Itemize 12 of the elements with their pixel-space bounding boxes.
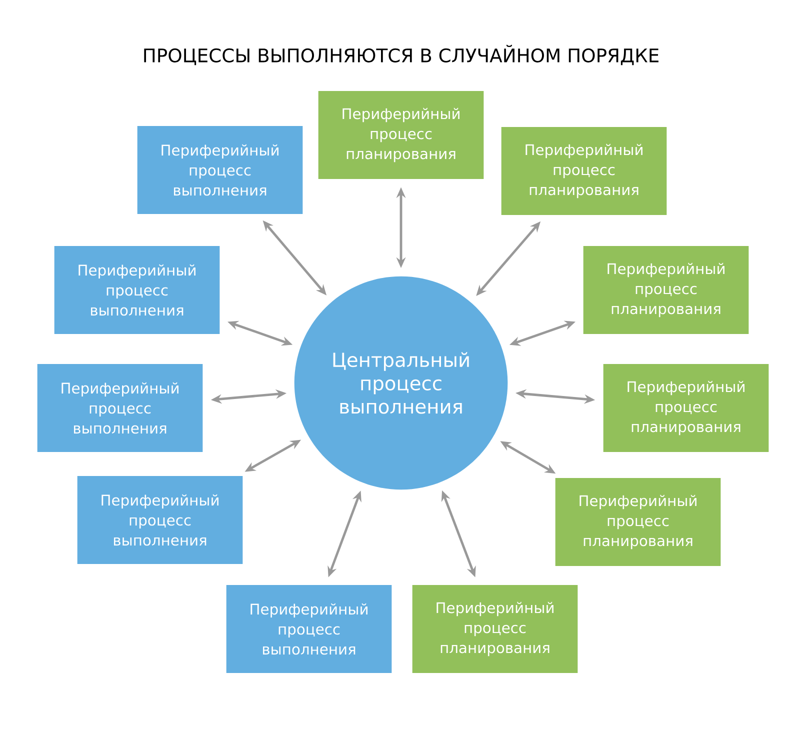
process-box: Периферийный процесс планирования (603, 364, 769, 452)
process-box: Периферийный процесс выполнения (226, 585, 392, 673)
process-box: Периферийный процесс планирования (501, 127, 667, 215)
process-box: Периферийный процесс планирования (318, 91, 484, 179)
process-box: Периферийный процесс планирования (412, 585, 578, 673)
process-box: Периферийный процесс планирования (583, 246, 749, 334)
process-box: Периферийный процесс выполнения (77, 476, 243, 564)
process-box: Периферийный процесс выполнения (54, 246, 220, 334)
process-box: Периферийный процесс выполнения (37, 364, 203, 452)
title: ПРОЦЕССЫ ВЫПОЛНЯЮТСЯ В СЛУЧАЙНОМ ПОРЯДКЕ (144, 44, 658, 66)
process-box: Периферийный процесс выполнения (137, 126, 303, 214)
process-box: Периферийный процесс планирования (555, 478, 721, 566)
